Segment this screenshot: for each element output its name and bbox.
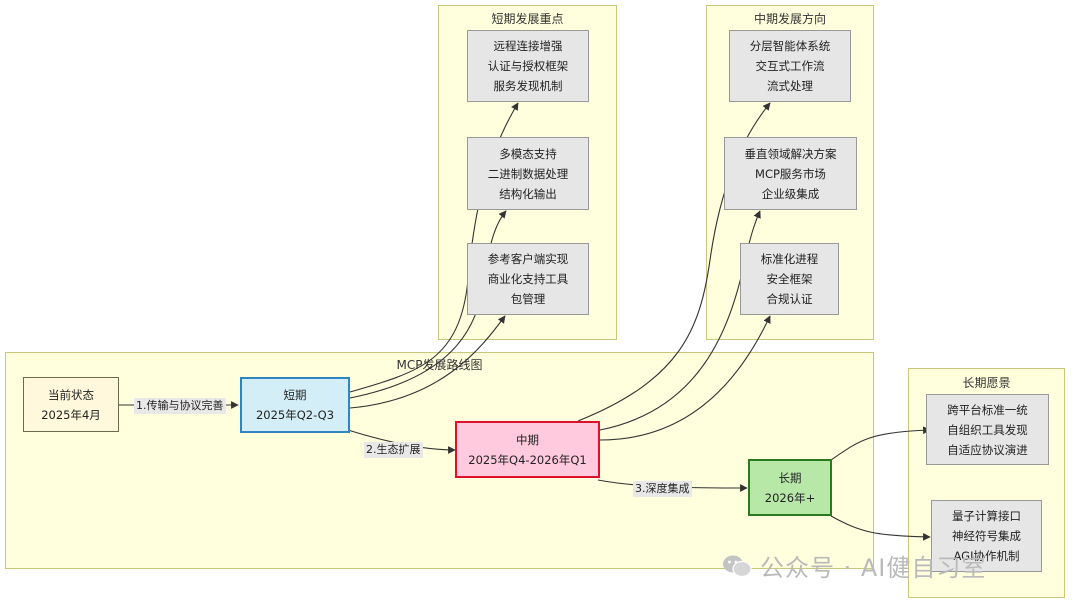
node-m3-line-2: 安全框架 [766,272,813,286]
node-m2-line-3: 企业级集成 [761,186,820,201]
node-short-focus-1: 远程连接增强 认证与授权框架 服务发现机制 [467,30,589,102]
edge-label-transport: 1.传输与协议完善 [134,398,226,414]
node-m1-line-2: 交互式工作流 [755,59,825,73]
node-l2-line-2: 神经符号集成 [952,529,1021,543]
node-mid-line-2: 2025年Q4-2026年Q1 [468,452,587,467]
node-mid-direction-1: 分层智能体系统 交互式工作流 流式处理 [729,30,851,102]
node-mid-direction-3: 标准化进程 安全框架 合规认证 [740,243,839,315]
node-short-line-2: 2025年Q2-Q3 [255,408,335,422]
node-long-vision-1: 跨平台标准一统 自组织工具发现 自适应协议演进 [926,394,1049,465]
node-short-focus-3: 参考客户端实现 商业化支持工具 包管理 [467,243,589,315]
node-l2-line-1: 量子计算接口 [952,509,1021,523]
edge-label-ecosystem: 2.生态扩展 [364,442,423,458]
node-long-vision-2: 量子计算接口 神经符号集成 AGI协作机制 [931,500,1042,572]
edge-label-integration: 3.深度集成 [633,481,692,497]
node-mid-term: 中期 2025年Q4-2026年Q1 [455,421,600,478]
node-s2-line-2: 二进制数据处理 [487,166,569,181]
node-s1-line-2: 认证与授权框架 [487,59,569,73]
node-s3-line-2: 商业化支持工具 [487,272,569,286]
node-current-line-2: 2025年4月 [41,407,101,422]
node-m2-line-1: 垂直领域解决方案 [744,146,837,161]
cluster-roadmap-title: MCP发展路线图 [396,358,483,372]
node-current-state: 当前状态 2025年4月 [23,377,119,432]
cluster-long-vision-title: 长期愿景 [962,376,1011,390]
watermark-text: 公众号 · AI健自习室 [760,554,987,582]
node-m1-line-3: 流式处理 [767,79,813,93]
node-m3-line-1: 标准化进程 [760,252,819,266]
node-m3-line-3: 合规认证 [766,292,813,306]
node-long-line-1: 长期 [778,470,802,485]
node-l1-line-2: 自组织工具发现 [947,422,1028,437]
node-m1-line-1: 分层智能体系统 [749,39,831,53]
node-l1-line-1: 跨平台标准一统 [947,402,1028,417]
node-l1-line-3: 自适应协议演进 [947,442,1028,457]
node-l2-line-3: AGI协作机制 [953,549,1020,563]
node-long-term: 长期 2026年+ [748,459,832,516]
cluster-mid-direction-title: 中期发展方向 [753,12,826,26]
node-s3-line-1: 参考客户端实现 [487,252,569,266]
node-short-focus-2: 多模态支持 二进制数据处理 结构化输出 [467,137,589,210]
cluster-roadmap: MCP发展路线图 [5,352,874,569]
node-m2-line-2: MCP服务市场 [755,166,826,181]
node-mid-line-1: 中期 [515,432,539,447]
node-s3-line-3: 包管理 [510,292,546,306]
node-long-line-2: 2026年+ [764,490,816,505]
node-s1-line-3: 服务发现机制 [493,79,563,93]
node-s2-line-3: 结构化输出 [499,186,557,201]
wechat-icon [722,554,752,578]
node-s1-line-1: 远程连接增强 [493,39,563,53]
node-current-line-1: 当前状态 [48,387,94,402]
node-s2-line-1: 多模态支持 [499,146,557,161]
node-mid-direction-2: 垂直领域解决方案 MCP服务市场 企业级集成 [724,137,857,210]
node-short-term: 短期 2025年Q2-Q3 [240,377,350,433]
node-short-line-1: 短期 [283,388,307,402]
cluster-short-focus-title: 短期发展重点 [491,12,564,26]
watermark: 公众号 · AI健自习室 [722,548,986,583]
